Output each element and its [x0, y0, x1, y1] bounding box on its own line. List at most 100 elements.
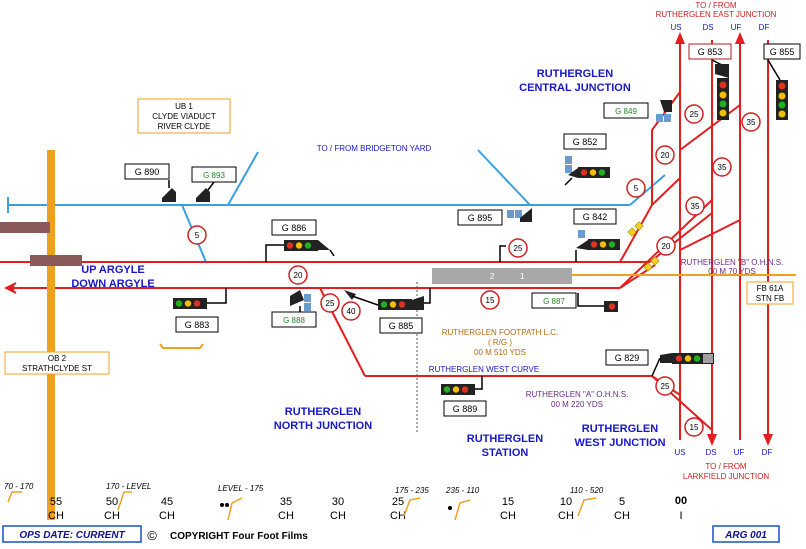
- svg-text:35: 35: [747, 118, 756, 127]
- ohns-a-line2: 00 M 220 YDS: [551, 400, 603, 409]
- ub1-title: UB 1: [175, 102, 193, 111]
- ref-label: ARG 001: [724, 530, 767, 541]
- svg-text:00: 00: [675, 495, 687, 507]
- signal-head-g885: [344, 288, 431, 310]
- svg-text:CH: CH: [278, 510, 294, 522]
- signal-head-g883: [173, 288, 227, 309]
- gradient-item-5: LEVEL - 175: [218, 484, 264, 521]
- track-label-us-bottom: US: [674, 448, 685, 457]
- svg-text:G 890: G 890: [135, 167, 160, 177]
- signal-g887-box: G 887: [531, 292, 577, 309]
- speed-circle-35-b: 35: [712, 157, 732, 177]
- down-argyle-label: DOWN ARGYLE: [71, 278, 154, 290]
- footer: OPS DATE: CURRENT © COPYRIGHT Four Foot …: [2, 525, 780, 543]
- footpath-line3: 00 M 510 YDS: [474, 348, 526, 357]
- svg-text:35: 35: [718, 163, 727, 172]
- up-argyle-label: UP ARGYLE: [81, 264, 145, 276]
- signal-g829-box: G 829: [605, 349, 649, 366]
- svg-text:G 887: G 887: [543, 297, 565, 306]
- red-tracks: [0, 40, 769, 440]
- svg-text:30: 30: [332, 496, 344, 508]
- gradient-item-6: 35 CH: [278, 496, 294, 522]
- signal-head-g852: [564, 156, 610, 186]
- signal-g842-box: G 842: [573, 208, 617, 225]
- svg-text:70 - 170: 70 - 170: [4, 482, 34, 491]
- track-label-uf-top: UF: [731, 23, 742, 32]
- gradient-legend: 70 - 170 55 CH 170 - LEVEL 50 CH 45 CH L…: [4, 482, 687, 522]
- signal-head-g829: [651, 353, 714, 377]
- gradient-item-3: 170 - LEVEL 50 CH: [104, 482, 151, 522]
- speed-circle-20-a: 20: [655, 145, 675, 165]
- footpath-line1: RUTHERGLEN FOOTPATH L.C.: [442, 328, 559, 337]
- signal-head-g887: [577, 293, 618, 312]
- signal-heads: [162, 59, 788, 395]
- signal-head-g888: [290, 290, 311, 312]
- gradient-item-9: 235 - 110: [445, 486, 480, 521]
- svg-text:CH: CH: [48, 510, 64, 522]
- ob2-line2: STRATHCLYDE ST: [22, 364, 92, 373]
- ops-date-label: OPS DATE: CURRENT: [19, 530, 125, 541]
- copyright-text: COPYRIGHT Four Foot Films: [170, 531, 308, 542]
- svg-text:5: 5: [619, 496, 625, 508]
- speed-circle-20-c: 20: [288, 265, 308, 285]
- gradient-item-2: 55 CH: [48, 496, 64, 522]
- signal-g886-box: G 886: [271, 219, 317, 236]
- signal-g890-box: G 890: [124, 163, 170, 180]
- larkfield-heading-1: TO / FROM: [705, 462, 747, 471]
- ob2-title: OB 2: [48, 354, 67, 363]
- svg-text:G 849: G 849: [615, 107, 637, 116]
- copyright-icon: ©: [147, 528, 157, 543]
- track-labels: US DS UF DF US DS UF DF: [670, 23, 772, 457]
- north-heading-1: RUTHERGLEN: [285, 406, 361, 418]
- speed-circle-25-b: 25: [508, 238, 528, 258]
- ohns-markers: [627, 221, 660, 272]
- fb-line2: STN FB: [756, 294, 784, 303]
- svg-text:G 889: G 889: [453, 404, 478, 414]
- speed-circles: 25 35 20 5 35 35 20 5 25 20 25 40 15 25 …: [187, 104, 761, 437]
- speed-circle-35-c: 35: [685, 196, 705, 216]
- signal-g889-box: G 889: [443, 400, 487, 417]
- svg-text:175 - 235: 175 - 235: [395, 486, 429, 495]
- svg-text:CH: CH: [159, 510, 175, 522]
- signal-g855-box: G 855: [763, 43, 801, 60]
- blue-tracks: [7, 149, 666, 263]
- speed-circle-25-c: 25: [320, 293, 340, 313]
- signal-g885-box: G 885: [379, 317, 423, 334]
- signal-id-boxes: G 853 G 855 G 849 G 852 G 842 G 895 G 89…: [124, 43, 801, 417]
- west-heading-2: WEST JUNCTION: [574, 437, 665, 449]
- footpath-line2: ( R/G ): [488, 338, 512, 347]
- svg-text:20: 20: [662, 242, 671, 251]
- svg-text:15: 15: [486, 296, 495, 305]
- svg-text:50: 50: [106, 496, 118, 508]
- ref-box: [712, 525, 780, 543]
- svg-text:35: 35: [280, 496, 292, 508]
- signal-head-g849: [656, 100, 672, 122]
- svg-text:20: 20: [661, 151, 670, 160]
- central-heading-2: CENTRAL JUNCTION: [519, 82, 631, 94]
- gradient-item-8: 175 - 235 25 CH: [390, 486, 429, 522]
- speed-circle-35-a: 35: [741, 112, 761, 132]
- svg-text:25: 25: [392, 496, 404, 508]
- bridgeton-label: TO / FROM BRIDGETON YARD: [317, 144, 432, 153]
- svg-text:55: 55: [50, 496, 62, 508]
- track-label-uf-bottom: UF: [734, 448, 745, 457]
- signal-g883-box: G 883: [175, 316, 219, 333]
- platform-number-2: 2: [490, 272, 495, 281]
- signal-g893-box: G 893: [191, 166, 237, 183]
- svg-text:110 - 520: 110 - 520: [570, 486, 604, 495]
- svg-text:G 853: G 853: [698, 47, 723, 57]
- svg-text:G 852: G 852: [573, 137, 598, 147]
- svg-text:25: 25: [661, 382, 670, 391]
- signal-head-g886: [265, 240, 335, 262]
- track-label-df-bottom: DF: [762, 448, 773, 457]
- west-heading-1: RUTHERGLEN: [582, 423, 658, 435]
- notes: RUTHERGLEN "B" O.H.N.S. 00 M 70 YDS RUTH…: [442, 258, 784, 409]
- svg-text:CH: CH: [614, 510, 630, 522]
- svg-text:25: 25: [326, 299, 335, 308]
- platform-number-1: 1: [520, 272, 525, 281]
- signal-g853-box: G 853: [688, 43, 732, 60]
- ub1-line3: RIVER CLYDE: [158, 122, 211, 131]
- east-heading-2: RUTHERGLEN EAST JUNCTION: [656, 10, 777, 19]
- speed-circle-15-b: 15: [684, 417, 704, 437]
